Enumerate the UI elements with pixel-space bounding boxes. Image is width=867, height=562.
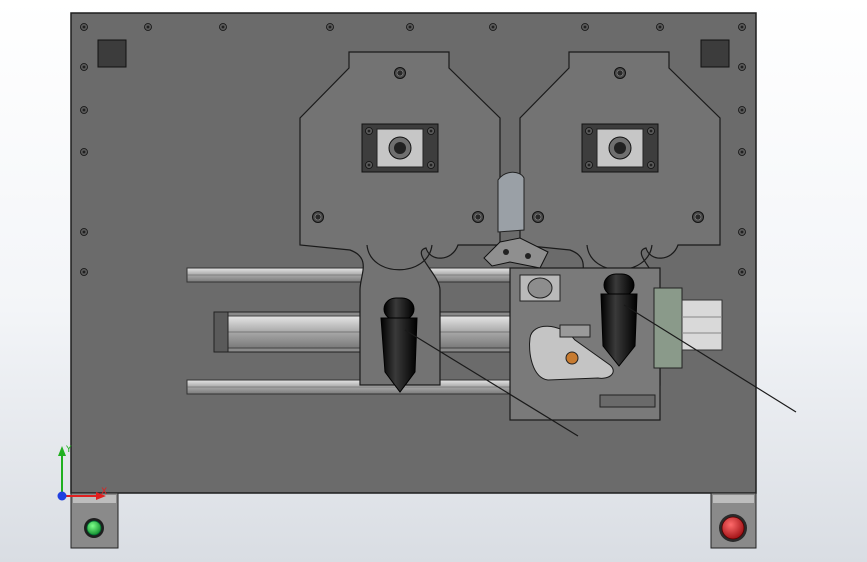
linear-rail-bottom[interactable] xyxy=(186,379,513,395)
extruder-assembly[interactable] xyxy=(509,267,661,421)
side-motor[interactable] xyxy=(653,287,723,369)
nozzle-left[interactable] xyxy=(380,297,418,393)
cable-left xyxy=(404,329,579,437)
red-button-icon[interactable] xyxy=(719,514,747,542)
carriage-right[interactable] xyxy=(519,51,721,386)
cable-right xyxy=(623,304,797,413)
corner-block-left xyxy=(97,39,127,68)
corner-block-right xyxy=(700,39,730,68)
center-bracket[interactable] xyxy=(483,171,549,269)
axis-triad: X Y xyxy=(57,445,107,501)
nozzle-right[interactable] xyxy=(600,273,638,367)
axis-x-label: X xyxy=(101,487,107,497)
green-button-icon[interactable] xyxy=(84,518,104,538)
carriage-left[interactable] xyxy=(299,51,501,386)
axis-y-label: Y xyxy=(65,445,72,455)
linear-rail-top[interactable] xyxy=(186,267,518,283)
